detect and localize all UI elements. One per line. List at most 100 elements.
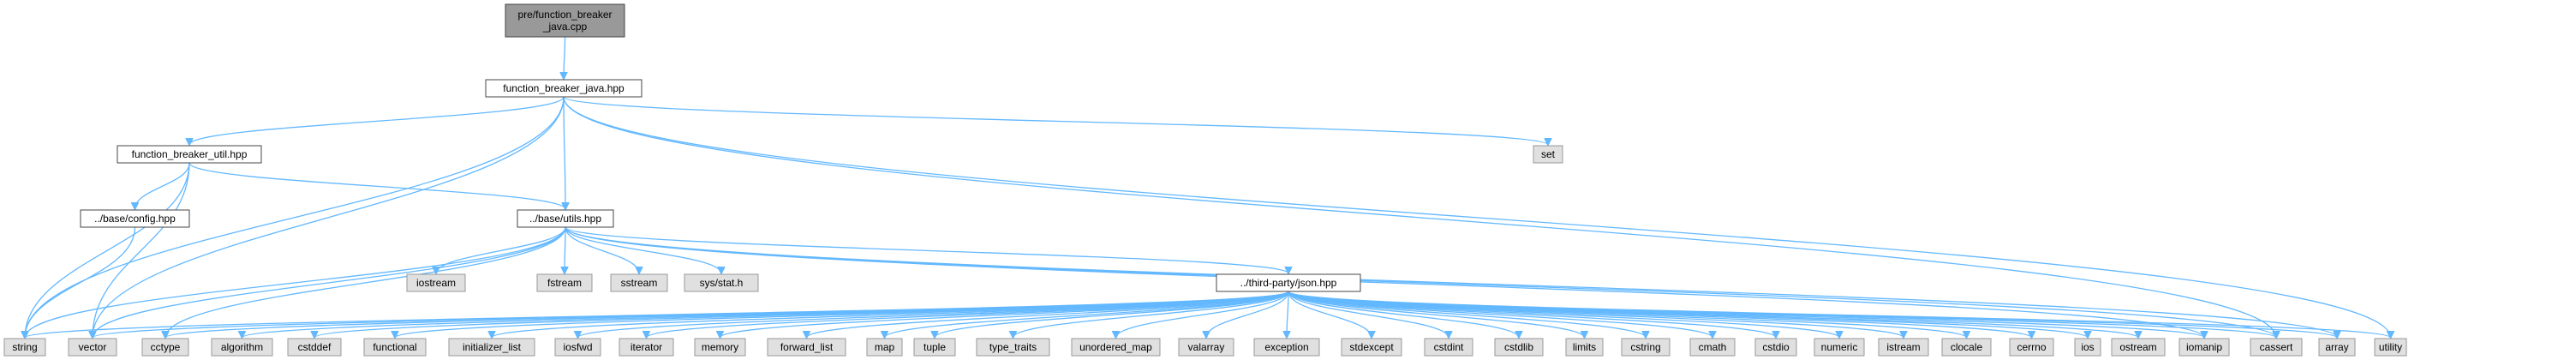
edge-fbjava-to-utils — [564, 96, 565, 209]
node-cstddef-label: cstddef — [298, 341, 332, 353]
node-root-box — [505, 3, 625, 38]
edge-fbutil-to-string — [25, 162, 190, 338]
node-tuple-box — [913, 338, 956, 357]
node-fstream-box — [536, 273, 593, 292]
edge-json-to-algorithm — [242, 291, 1289, 338]
node-root[interactable]: pre/function_breaker_java.cpp — [505, 3, 625, 38]
edge-fbutil-to-vector — [93, 162, 190, 338]
node-functional: functional — [363, 338, 427, 357]
node-iosfwd-label: iosfwd — [563, 341, 592, 353]
node-cctype: cctype — [141, 338, 189, 357]
node-array-box — [2318, 338, 2356, 357]
node-fbjava[interactable]: function_breaker_java.hpp — [485, 79, 643, 98]
node-ostream-label: ostream — [2119, 341, 2156, 353]
edge-json-to-ostream — [1288, 291, 2138, 338]
node-cmath-label: cmath — [1699, 341, 1727, 353]
node-root-label: _java.cpp — [542, 21, 588, 33]
node-valarray-label: valarray — [1188, 341, 1225, 353]
node-utils-box — [517, 209, 614, 228]
edge-fbjava-to-cassert — [563, 96, 2276, 338]
node-vector-label: vector — [79, 341, 107, 353]
edge-json-to-utility — [1288, 291, 2391, 338]
node-type_traits: type_traits — [976, 338, 1050, 357]
node-map-label: map — [875, 341, 895, 353]
edge-json-to-cstddef — [314, 291, 1289, 338]
node-clocale-box — [1941, 338, 1992, 357]
node-cstring-box — [1621, 338, 1671, 357]
node-cstdlib: cstdlib — [1494, 338, 1544, 357]
node-sysstat-box — [684, 273, 759, 292]
edge-json-to-type_traits — [1013, 291, 1289, 338]
node-cassert-label: cassert — [2260, 341, 2293, 353]
node-iomanip: iomanip — [2179, 338, 2230, 357]
node-json[interactable]: ../third-party/json.hpp — [1216, 273, 1361, 292]
edge-fbutil-to-config — [135, 162, 190, 209]
node-set-box — [1533, 145, 1563, 164]
edge-root-to-fbjava — [564, 36, 565, 79]
node-map-box — [866, 338, 903, 357]
node-clocale: clocale — [1941, 338, 1992, 357]
node-string-label: string — [12, 341, 37, 353]
node-string-box — [3, 338, 46, 357]
node-cstdio-label: cstdio — [1762, 341, 1790, 353]
node-ios: ios — [2074, 338, 2101, 357]
edge-json-to-unordered_map — [1116, 291, 1289, 338]
node-utils-label: ../base/utils.hpp — [529, 213, 601, 225]
node-string: string — [3, 338, 46, 357]
node-set-label: set — [1541, 148, 1556, 160]
node-tuple: tuple — [913, 338, 956, 357]
node-sstream-label: sstream — [621, 277, 658, 289]
node-cctype-label: cctype — [151, 341, 181, 353]
node-fbjava-label: function_breaker_java.hpp — [503, 82, 625, 94]
node-valarray: valarray — [1178, 338, 1234, 357]
edge-fbjava-to-string — [25, 96, 565, 338]
node-set: set — [1533, 145, 1563, 164]
node-iterator: iterator — [619, 338, 674, 357]
node-cstddef-box — [287, 338, 342, 357]
edge-json-to-memory — [720, 291, 1289, 338]
node-cstdint-label: cstdint — [1434, 341, 1464, 353]
edge-json-to-tuple — [935, 291, 1289, 338]
node-iostream-label: iostream — [416, 277, 456, 289]
node-cstring: cstring — [1621, 338, 1671, 357]
node-cstring-label: cstring — [1630, 341, 1660, 353]
node-type_traits-label: type_traits — [989, 341, 1037, 353]
edge-config-to-string — [25, 226, 136, 338]
node-initializer_list-label: initializer_list — [463, 341, 522, 353]
node-root-label: pre/function_breaker — [517, 9, 612, 21]
node-algorithm: algorithm — [211, 338, 273, 357]
node-cstdlib-box — [1494, 338, 1544, 357]
node-initializer_list-box — [448, 338, 535, 357]
edge-json-to-cstdint — [1288, 291, 1449, 338]
node-json-box — [1216, 273, 1361, 292]
node-config[interactable]: ../base/config.hpp — [80, 209, 190, 228]
node-cerrno-box — [2009, 338, 2054, 357]
edge-utils-to-cctype — [165, 226, 566, 338]
edge-json-to-map — [885, 291, 1289, 338]
node-unordered_map: unordered_map — [1071, 338, 1161, 357]
edge-json-to-stdexcept — [1288, 291, 1372, 338]
node-fbutil[interactable]: function_breaker_util.hpp — [117, 145, 262, 164]
node-utils[interactable]: ../base/utils.hpp — [517, 209, 614, 228]
edge-fbjava-to-fbutil — [189, 96, 565, 145]
node-istream-box — [1878, 338, 1929, 357]
node-fbjava-box — [485, 79, 643, 98]
node-cmath-box — [1689, 338, 1736, 357]
node-cstdint-box — [1424, 338, 1473, 357]
node-stdexcept-label: stdexcept — [1349, 341, 1394, 353]
node-stdexcept: stdexcept — [1341, 338, 1402, 357]
node-clocale-label: clocale — [1951, 341, 1983, 353]
node-exception-box — [1253, 338, 1320, 357]
edge-fbjava-to-utility — [563, 96, 2391, 338]
node-valarray-box — [1178, 338, 1234, 357]
node-unordered_map-label: unordered_map — [1079, 341, 1152, 353]
edge-utils-to-sysstat — [565, 226, 721, 273]
node-utility-box — [2374, 338, 2407, 357]
node-array-label: array — [2325, 341, 2348, 353]
node-numeric: numeric — [1814, 338, 1865, 357]
node-array: array — [2318, 338, 2356, 357]
edge-fbutil-to-utils — [188, 162, 565, 209]
node-cstdio: cstdio — [1754, 338, 1797, 357]
node-cstddef: cstddef — [287, 338, 342, 357]
